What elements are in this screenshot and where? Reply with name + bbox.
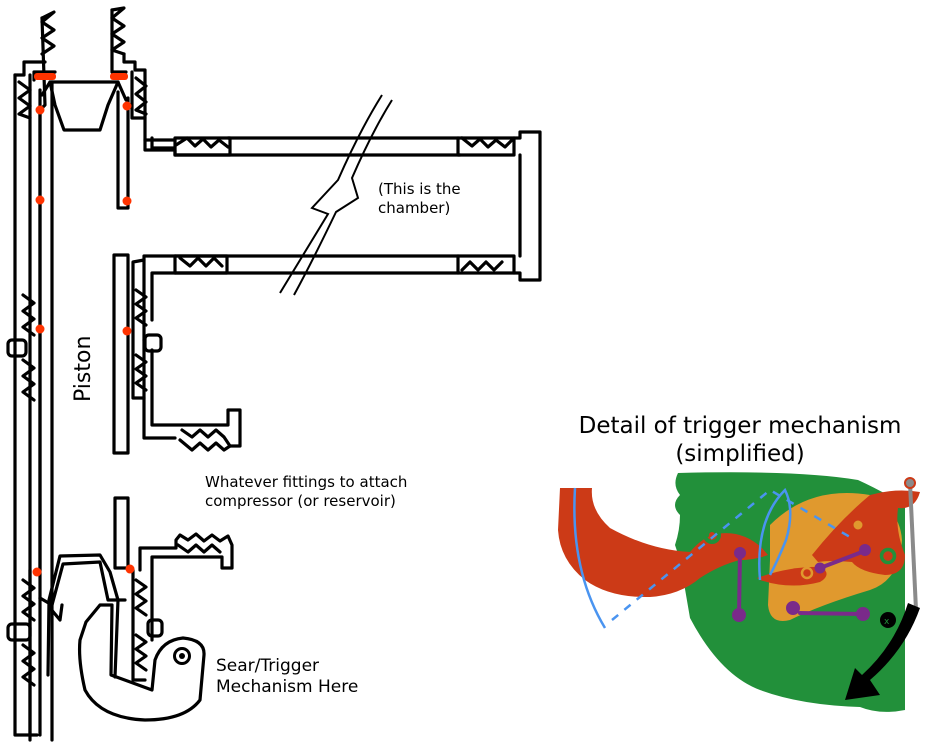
lower-poppet [38, 553, 127, 679]
trigger-detail: x [558, 472, 920, 712]
motion-paths [573, 487, 856, 629]
seal-markers [32, 73, 135, 577]
detail-title-line2: (simplified) [675, 440, 805, 467]
pawl-pivot [880, 612, 896, 628]
chamber-label: (This is the chamber) [378, 180, 461, 218]
piston-bore [28, 70, 57, 742]
sear-label: Sear/Trigger Mechanism Here [216, 656, 358, 699]
detail-title: Detail of trigger mechanism (simplified) [540, 413, 934, 468]
lightning-break-icon [279, 94, 393, 296]
upper-poppet [40, 80, 128, 132]
detail-title-line1: Detail of trigger mechanism [578, 413, 902, 439]
sear-label-line1: Sear/Trigger [216, 656, 320, 676]
trigger-pivot [703, 526, 721, 544]
piston-label: Piston [71, 335, 96, 402]
link-bar [757, 566, 827, 586]
lower-fitting [113, 496, 234, 682]
curved-arrow-down-icon [845, 603, 920, 700]
right-inner-wall-top [110, 6, 177, 210]
pivot-circle-icon [173, 647, 191, 665]
fittings-label-line2: compressor (or reservoir) [205, 491, 396, 510]
fittings-label-line1: Whatever fittings to attach [205, 473, 408, 491]
fittings-label: Whatever fittings to attach compressor (… [205, 473, 407, 511]
trigger-lever [558, 488, 768, 598]
svg-text:x: x [884, 617, 890, 627]
purple-links [732, 544, 871, 622]
chamber-tube [142, 130, 542, 342]
chamber-label-line1: (This is the [378, 180, 461, 198]
right-inner-wall-mid [112, 253, 242, 455]
hammer-pivot [879, 547, 897, 565]
sear-hook [77, 603, 206, 722]
chamber-label-line2: chamber) [378, 198, 451, 217]
sear-label-line2: Mechanism Here [216, 677, 359, 698]
spring-rod [908, 482, 918, 611]
